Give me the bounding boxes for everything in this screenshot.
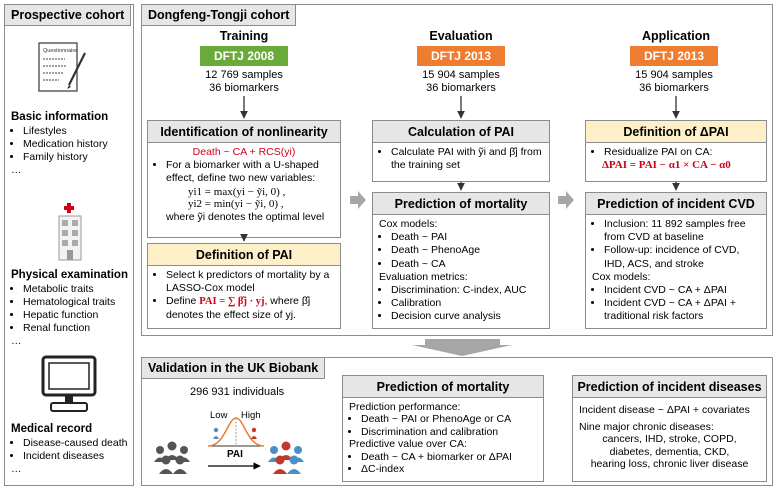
disease-list-1: cancers, IHD, stroke, COPD, <box>602 433 737 446</box>
gray-arrow-down <box>412 339 512 356</box>
list-item: Death ~ CA <box>391 258 543 271</box>
sample-info: 15 904 samples 36 biomarkers <box>630 69 718 95</box>
medical-record-heading: Medical record <box>11 423 93 435</box>
equation-min: yi2 = min(yi − ỹi, 0) , <box>188 198 284 211</box>
stage-training: Training <box>219 29 269 43</box>
equation-max: yi1 = max(yi − ỹi, 0) , <box>188 185 286 198</box>
ellipsis: … <box>11 463 22 475</box>
dpai-definition-body: Residualize PAI on CA: ΔPAI = PAI − α1 ×… <box>585 142 767 182</box>
questionnaire-icon: Questionnaire <box>35 39 93 97</box>
list-item: ΔC-index <box>361 463 537 475</box>
list-item: Hematological traits <box>23 296 133 309</box>
list-item: Select k predictors of mortality by a LA… <box>166 269 334 295</box>
list-item: Calculate PAI with ỹi and β̂j from the t… <box>391 146 543 172</box>
list-item: Renal function <box>23 322 133 335</box>
list-item: Define PAI = ∑ β̂j · yj, where β̂j denot… <box>166 295 334 321</box>
list-item: Hepatic function <box>23 309 133 322</box>
list-item: Residualize PAI on CA: <box>604 146 760 159</box>
list-item: Discrimination: C-index, AUC <box>391 284 543 297</box>
list-item: Discrimination and calibration <box>361 426 537 438</box>
pai-formula: PAI = ∑ β̂j · yj <box>199 296 265 308</box>
incident-formula: Incident disease ~ ΔPAI + covariates <box>579 404 750 416</box>
optimal-level-note: where ỹi denotes the optimal level <box>166 210 325 223</box>
list-item: Lifestyles <box>23 125 133 138</box>
pai-distribution-graphic <box>150 408 310 482</box>
biomarkers-count: 36 biomarkers <box>209 82 279 94</box>
list-item: Follow-up: incidence of CVD, IHD, ACS, a… <box>604 244 760 270</box>
list-item: Death ~ PhenoAge <box>391 244 543 257</box>
ellipsis: … <box>11 335 22 347</box>
list-item: Incident CVD ~ CA + ΔPAI + traditional r… <box>604 297 760 323</box>
badge-dftj-2013: DFTJ 2013 <box>630 46 718 66</box>
list-item: Medication history <box>23 138 133 151</box>
cox-label: Cox models: <box>379 218 438 230</box>
list-item: Metabolic traits <box>23 283 133 296</box>
samples-count: 15 904 samples <box>635 69 713 81</box>
list-item: Death ~ PAI <box>391 231 543 244</box>
list-item: Incident diseases <box>23 450 133 463</box>
disease-list-2: diabetes, dementia, CKD, <box>609 445 730 458</box>
cox-label: Cox models: <box>592 270 651 283</box>
gray-arrow-1 <box>350 191 366 209</box>
stage-evaluation: Evaluation <box>429 29 493 43</box>
pai-definition-body: Select k predictors of mortality by a LA… <box>147 265 341 329</box>
sample-info: 12 769 samples 36 biomarkers <box>200 69 288 95</box>
disease-list-3: hearing loss, chronic liver disease <box>590 458 749 471</box>
biomarkers-count: 36 biomarkers <box>426 82 496 94</box>
list-item: Death ~ PAI or PhenoAge or CA <box>361 413 537 425</box>
individuals-count: 296 931 individuals <box>190 386 285 398</box>
calc-pai-header: Calculation of PAI <box>372 120 550 143</box>
incident-cvd-body: Inclusion: 11 892 samples free from CVD … <box>585 214 767 329</box>
prospective-cohort-title: Prospective cohort <box>5 5 132 26</box>
dpai-formula: ΔPAI = PAI − α1 × CA − α0 <box>602 159 731 172</box>
basic-information-heading: Basic information <box>11 111 109 123</box>
physical-examination-heading: Physical examination <box>11 269 128 281</box>
high-label: High <box>241 410 261 421</box>
prospective-cohort-panel: Prospective cohort Questionnaire Basic i… <box>4 4 134 486</box>
ukb-mortality-header: Prediction of mortality <box>342 375 544 398</box>
low-label: Low <box>210 410 228 421</box>
ukb-incident-header: Prediction of incident diseases <box>572 375 767 398</box>
samples-count: 12 769 samples <box>205 69 283 81</box>
uk-biobank-title: Validation in the UK Biobank <box>142 358 326 379</box>
mortality-body: Cox models: Death ~ PAI Death ~ PhenoAge… <box>372 214 550 329</box>
list-item: Decision curve analysis <box>391 310 543 323</box>
badge-dftj-2008: DFTJ 2008 <box>200 46 288 66</box>
stage-application: Application <box>641 29 711 43</box>
samples-count: 15 904 samples <box>422 69 500 81</box>
effect-size-note: , where β̂j denotes the effect size of y… <box>166 295 311 321</box>
badge-dftj-2013: DFTJ 2013 <box>417 46 505 66</box>
biomarkers-count: 36 biomarkers <box>639 82 709 94</box>
ellipsis: … <box>11 164 22 176</box>
sample-info: 15 904 samples 36 biomarkers <box>417 69 505 95</box>
pai-label: PAI <box>227 449 243 460</box>
value-label: Predictive value over CA: <box>349 438 467 451</box>
list-item: Inclusion: 11 892 samples free from CVD … <box>604 218 760 244</box>
list-item: Disease-caused death <box>23 437 133 450</box>
list-item: For a biomarker with a U-shaped effect, … <box>166 159 334 185</box>
computer-monitor-icon <box>35 355 105 415</box>
list-item: Calibration <box>391 297 543 310</box>
nine-diseases-label: Nine major chronic diseases: <box>579 420 714 433</box>
physical-examination-section: Physical examination Metabolic traits He… <box>11 269 133 347</box>
calc-pai-body: Calculate PAI with ỹi and β̂j from the t… <box>372 142 550 182</box>
define-label: Define <box>166 295 197 308</box>
people-colored-group-icon <box>268 441 304 474</box>
svg-text:Questionnaire: Questionnaire <box>43 48 77 54</box>
basic-information-section: Basic information Lifestyles Medication … <box>11 111 133 176</box>
nonlinearity-body: Death ~ CA + RCS(yi) For a biomarker wit… <box>147 142 341 238</box>
people-group-icon <box>154 441 190 474</box>
perf-label: Prediction performance: <box>349 401 461 413</box>
dongfeng-tongji-title: Dongfeng-Tongji cohort <box>142 5 297 26</box>
ukb-incident-body: Incident disease ~ ΔPAI + covariates Nin… <box>572 397 767 482</box>
gray-arrow-2 <box>558 191 574 209</box>
list-item: Family history <box>23 151 133 164</box>
eval-label: Evaluation metrics: <box>379 270 468 283</box>
nonlinearity-formula: Death ~ CA + RCS(yi) <box>192 146 296 158</box>
list-item: Incident CVD ~ CA + ΔPAI <box>604 284 760 297</box>
hospital-building-icon <box>51 200 91 262</box>
list-item: Death ~ CA + biomarker or ΔPAI <box>361 451 537 463</box>
ukb-mortality-body: Prediction performance: Death ~ PAI or P… <box>342 397 544 482</box>
medical-record-section: Medical record Disease-caused death Inci… <box>11 423 133 475</box>
